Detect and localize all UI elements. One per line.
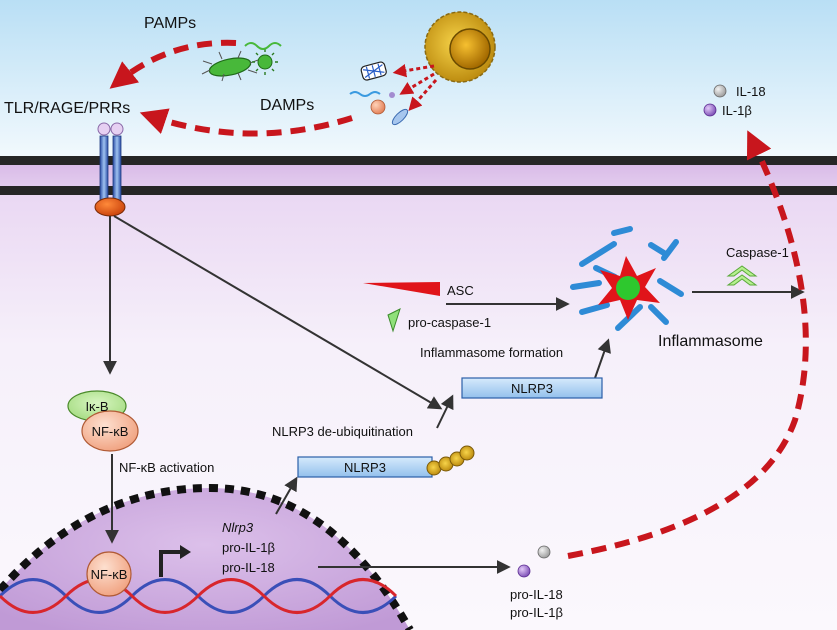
nfkb-label-nucleus: NF-κB (90, 567, 128, 582)
membrane-outer-line (0, 156, 837, 165)
inflammasome-label: Inflammasome (658, 333, 763, 350)
damp-molecules-icon (349, 61, 409, 126)
pathogen-nucleic-acid-icon (244, 42, 282, 50)
caspase1-label: Caspase-1 (726, 245, 789, 260)
procaspase-icon (387, 308, 401, 333)
asc-label: ASC (447, 283, 474, 298)
pamps-label: PAMPs (144, 15, 197, 32)
il18-label-top: IL-18 (736, 84, 766, 99)
nfkb-nuclear (86, 551, 132, 597)
transcription-start-arrow (159, 545, 191, 577)
release-arrows (392, 64, 438, 112)
extracellular-space (0, 0, 837, 158)
pro-il1b-sphere (517, 564, 531, 578)
gene-proil1b-label: pro-IL-1β (222, 540, 275, 555)
nlrp3-lower-label: NLRP3 (344, 460, 386, 475)
nlrp3-upper-label: NLRP3 (511, 381, 553, 396)
nlrp3-upper-box (461, 377, 603, 399)
caspase-chevron-icon (726, 265, 758, 286)
pro-il1b-label: pro-IL-1β (510, 605, 563, 620)
nlrp3-deubiquitination-label: NLRP3 de-ubiquitination (272, 424, 413, 439)
receptor-label: TLR/RAGE/PRRs (4, 100, 131, 117)
damaged-cell (424, 11, 496, 83)
gene-nlrp3-label: Nlrp3 (222, 520, 254, 535)
il1b-label-top: IL-1β (722, 103, 752, 118)
nfkb-label-cytoplasm: NF-κB (91, 424, 129, 439)
signal-arrows (103, 215, 805, 574)
pamps-arrow (109, 39, 237, 89)
pro-il18-label: pro-IL-18 (510, 587, 563, 602)
damps-label: DAMPs (260, 97, 315, 114)
dna-double-helix (0, 578, 398, 614)
damps-arrow (139, 108, 353, 137)
asc-wedge (363, 282, 440, 296)
inflammasome-complex (570, 226, 684, 331)
nfkb-activation-label: NF-κB activation (119, 460, 215, 475)
ikb-nfkb-complex (67, 390, 139, 452)
il1b-sphere-top (703, 103, 717, 117)
virus-icon (252, 49, 278, 75)
procaspase1-label: pro-caspase-1 (408, 315, 492, 330)
nuclear-envelope (0, 483, 414, 630)
pro-il18-sphere (537, 545, 551, 559)
il18-sphere-top (713, 84, 727, 98)
ubiquitin-chain (426, 445, 475, 476)
membrane-inner-line (0, 186, 837, 195)
gene-proil18-label: pro-IL-18 (222, 560, 275, 575)
inflammasome-formation-label: Inflammasome formation (420, 345, 564, 360)
secretion-arrow (567, 130, 809, 559)
ikb-label: Iκ-B (85, 399, 109, 414)
